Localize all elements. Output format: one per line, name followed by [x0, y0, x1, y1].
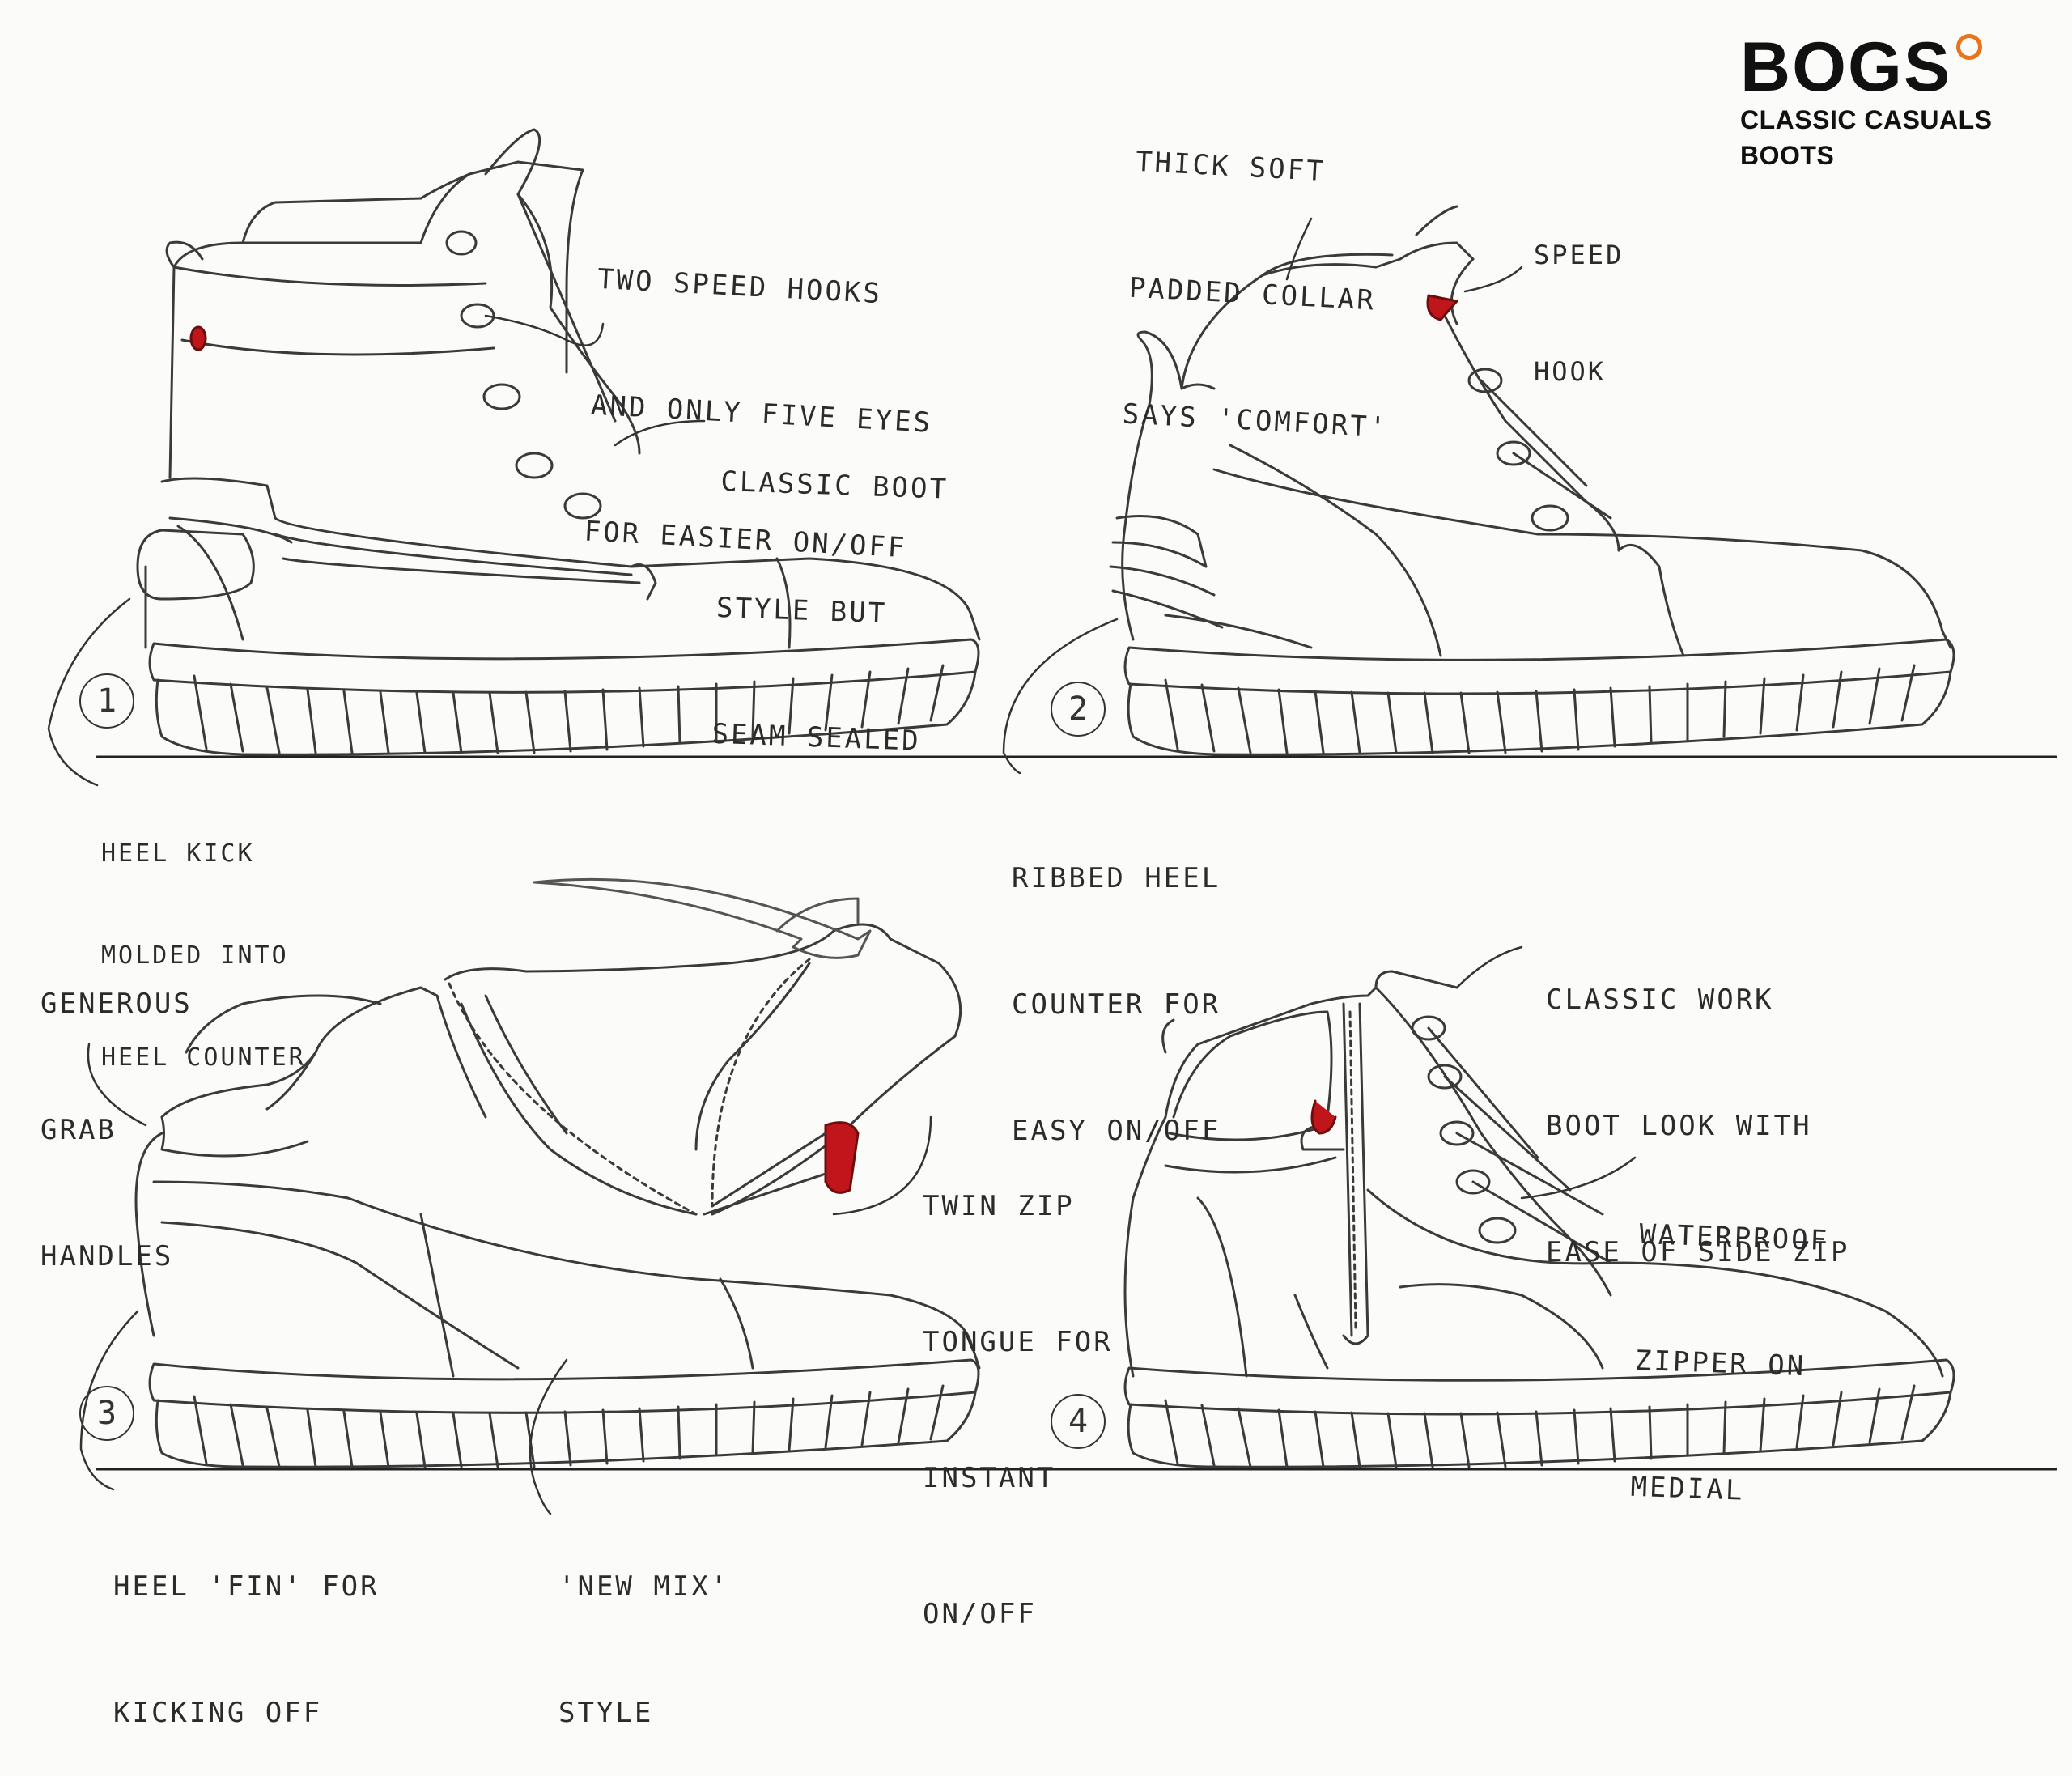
note-new-mix-style: 'NEW MIX' STYLE	[558, 1481, 729, 1776]
note-line: BOOT LOOK WITH	[1546, 1110, 1812, 1142]
note-ribbed-heel-counter: RIBBED HEEL COUNTER FOR EASY ON/OFF	[1012, 773, 1221, 1194]
note-line: GRAB	[40, 1114, 117, 1146]
note-line: MEDIAL	[1629, 1470, 1746, 1507]
note-line: HEEL COUNTER	[101, 1043, 306, 1072]
boot-1-sketch	[136, 128, 981, 756]
note-line: SAYS 'COMFORT'	[1121, 397, 1390, 444]
note-line: MOLDED INTO	[101, 941, 289, 970]
logo-circle-icon	[1956, 34, 1983, 60]
brand-subtitle-line-2: BOOTS	[1740, 141, 1835, 170]
note-line: PADDED COLLAR	[1127, 271, 1377, 317]
note-line: STYLE	[558, 1697, 654, 1729]
brand-block: BOGS CLASSIC CASUALS BOOTS	[1740, 32, 2048, 173]
sketch-number-1: 1	[79, 673, 134, 729]
boot-3-sketch	[134, 877, 981, 1468]
note-line: EASY ON/OFF	[1012, 1115, 1221, 1147]
boot-2-red-speed-hook	[1426, 294, 1458, 321]
note-line: SEAM SEALED	[711, 717, 922, 758]
note-line: CLASSIC WORK	[1546, 984, 1774, 1016]
note-line: HEEL KICK	[101, 839, 255, 868]
note-line: HOOK	[1534, 356, 1607, 387]
note-line: 'NEW MIX'	[558, 1570, 730, 1603]
sketch-number-4: 4	[1051, 1394, 1106, 1449]
note-line: HANDLES	[40, 1240, 174, 1273]
annotation-leaders	[47, 217, 1637, 1515]
note-line: ZIPPER ON	[1634, 1344, 1807, 1383]
note-speed-hook: SPEED HOOK	[1534, 158, 1624, 430]
note-line: EASE OF SIDE ZIP	[1546, 1236, 1850, 1268]
brand-subtitle-line-1: CLASSIC CASUALS	[1740, 105, 1993, 134]
note-line: TONGUE FOR	[923, 1326, 1113, 1358]
note-line: GENEROUS	[40, 988, 193, 1020]
note-line: STYLE BUT	[715, 591, 888, 631]
note-classic-boot-style: CLASSIC BOOT STYLE BUT SEAM SEALED	[710, 376, 953, 805]
sketch-number-3: 3	[79, 1386, 134, 1441]
note-line: THICK SOFT	[1135, 145, 1327, 189]
boot-4-sketch	[1123, 970, 1955, 1468]
note-line: COUNTER FOR	[1012, 988, 1221, 1021]
boot-4-red-zip-pull	[1310, 1099, 1337, 1135]
note-grab-handles: GENEROUS GRAB HANDLES	[40, 899, 193, 1319]
note-line: HEEL 'FIN' FOR	[113, 1570, 380, 1603]
note-line: TWO SPEED HOOKS	[597, 262, 883, 311]
note-line: KICKING OFF	[113, 1697, 323, 1729]
note-line: RIBBED HEEL	[1012, 862, 1221, 894]
sketch-sheet	[47, 128, 2057, 1515]
note-padded-collar: THICK SOFT PADDED COLLAR SAYS 'COMFORT'	[1119, 57, 1407, 491]
note-line: WATERPROOF	[1638, 1217, 1830, 1258]
note-twin-zip-tongue: TWIN ZIP TONGUE FOR INSTANT ON/OFF	[923, 1093, 1113, 1682]
note-line: SPEED	[1534, 240, 1624, 270]
note-line: TWIN ZIP	[923, 1190, 1075, 1222]
bogs-logo: BOGS	[1740, 32, 1983, 102]
note-line: ON/OFF	[923, 1598, 1037, 1630]
note-line: CLASSIC BOOT	[720, 465, 949, 506]
note-waterproof-zipper: WATERPROOF ZIPPER ON MEDIAL	[1628, 1129, 1833, 1557]
sketch-number-2: 2	[1051, 682, 1106, 737]
boot-3-red-zip-pull	[824, 1121, 860, 1194]
bogs-logo-text: BOGS	[1740, 28, 1952, 106]
note-heel-fin: HEEL 'FIN' FOR KICKING OFF	[113, 1481, 380, 1776]
boot-1-red-hook	[189, 325, 207, 351]
note-heel-kick: HEEL KICK MOLDED INTO HEEL COUNTER	[101, 769, 306, 1109]
boot-2-sketch	[1109, 205, 1955, 756]
note-classic-work-boot: CLASSIC WORK BOOT LOOK WITH EASE OF SIDE…	[1546, 894, 1850, 1315]
note-line: INSTANT	[923, 1462, 1056, 1494]
